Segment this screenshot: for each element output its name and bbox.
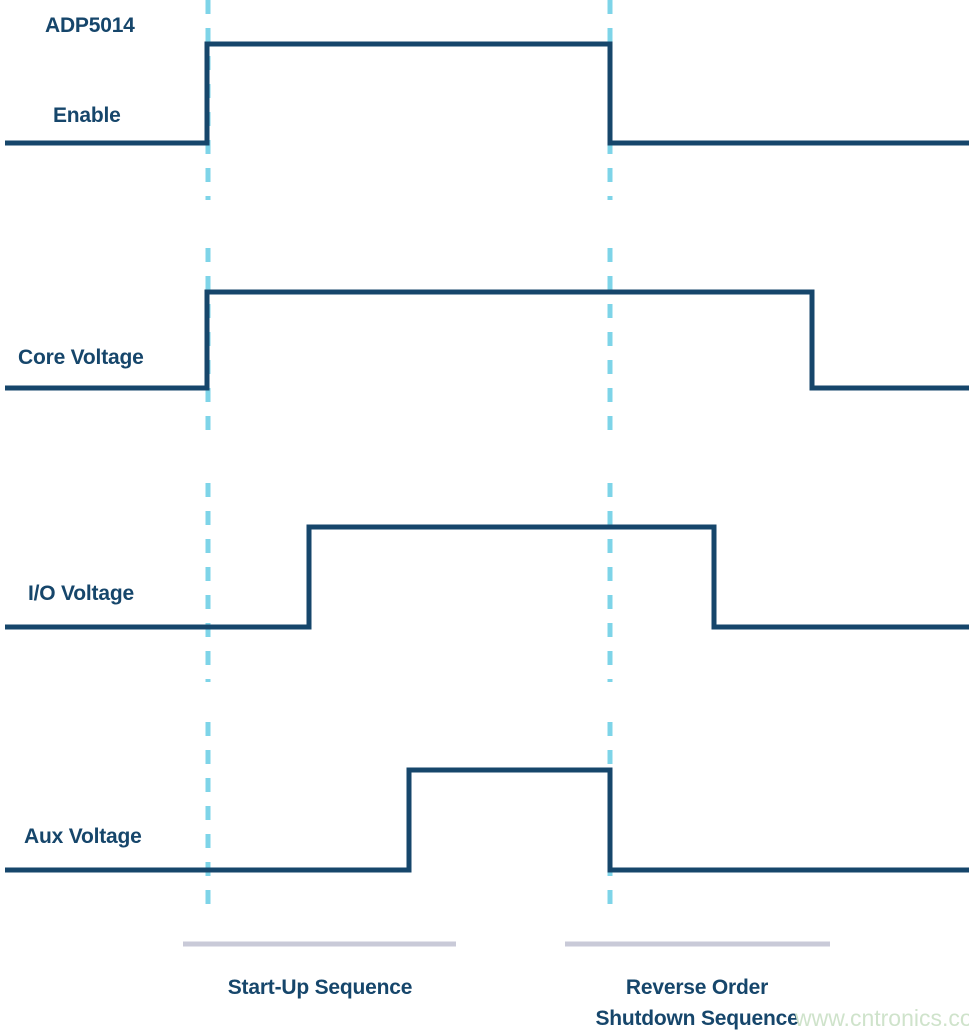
signal-trace-aux-voltage — [5, 767, 969, 873]
signal-label-enable: Enable — [53, 104, 121, 127]
signal-trace-i-o-voltage — [5, 524, 969, 630]
signal-trace-core-voltage — [5, 289, 969, 391]
sequence-label-start-up: Start-Up Sequence — [227, 976, 413, 999]
page-title: ADP5014 — [45, 14, 135, 37]
sequence-label-shutdown-line2: Shutdown Sequence — [595, 1007, 799, 1030]
signal-label-aux-voltage: Aux Voltage — [24, 825, 142, 848]
signal-label-core-voltage: Core Voltage — [18, 346, 144, 369]
sequence-label-shutdown: Reverse Order Shutdown Sequence — [540, 972, 854, 1034]
signal-trace-enable — [5, 41, 969, 146]
watermark: www.cntronics.com — [795, 1005, 969, 1031]
signal-label-io-voltage: I/O Voltage — [28, 582, 134, 605]
signal-traces-group — [5, 41, 969, 873]
sequence-label-shutdown-line1: Reverse Order — [625, 976, 769, 999]
